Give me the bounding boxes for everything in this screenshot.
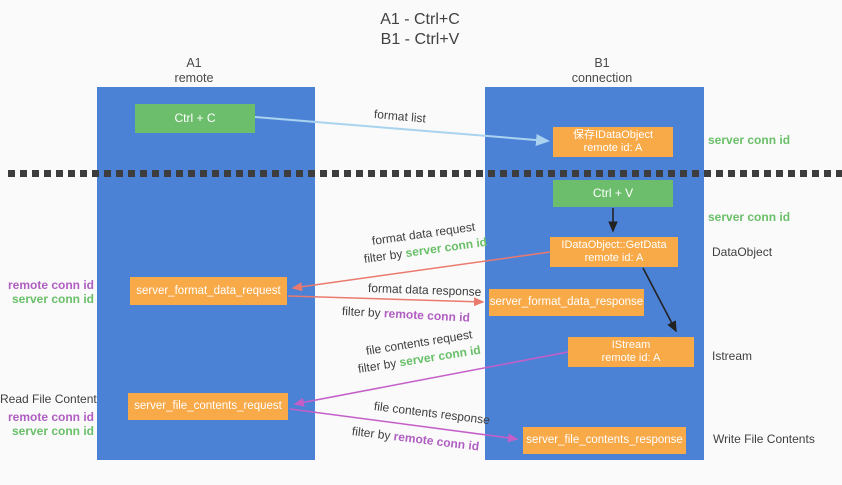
diagram-title: A1 - Ctrl+C B1 - Ctrl+V xyxy=(300,10,540,50)
server-format-data-request-node: server_format_data_request xyxy=(130,277,287,305)
read-file-contents-annotation: Read File Contents xyxy=(0,392,103,406)
server-conn-id-annotation-mid: server conn id xyxy=(708,210,791,224)
server-format-data-response-node: server_format_data_response xyxy=(489,289,644,316)
format-data-response-label: format data response xyxy=(367,281,482,299)
lifeline-a1-name: A1 xyxy=(186,56,202,70)
server-file-contents-request-node: server_file_contents_request xyxy=(128,393,288,420)
ctrl-v-label: Ctrl + V xyxy=(592,186,634,200)
ctrl-c-node: Ctrl + C xyxy=(135,104,255,133)
file-contents-response-label: file contents response xyxy=(373,399,491,428)
remote-conn-id-annotation-2: remote conn id xyxy=(7,410,94,424)
server-file-contents-response-node: server_file_contents_response xyxy=(523,427,686,454)
server-format-data-response-label: server_format_data_response xyxy=(489,296,644,308)
ctrl-c-label: Ctrl + C xyxy=(174,111,216,125)
filter-by-text: filter by xyxy=(341,304,382,321)
istream-line2: remote id: A xyxy=(601,352,661,364)
getdata-line1: IDataObject::GetData xyxy=(561,239,667,251)
format-list-label: format list xyxy=(373,107,427,126)
server-conn-id-annotation-2: server conn id xyxy=(11,424,94,438)
server-conn-id-annotation-1: server conn id xyxy=(11,292,94,306)
ctrl-v-node: Ctrl + V xyxy=(553,180,673,207)
istream-line1: IStream xyxy=(611,339,651,351)
filter-by-text: filter by xyxy=(356,356,398,376)
title-line-b1: B1 - Ctrl+V xyxy=(380,31,460,48)
istream-node: IStream remote id: A xyxy=(568,337,694,367)
lifeline-a1-role: remote xyxy=(174,71,214,85)
server-format-data-request-label: server_format_data_request xyxy=(136,284,281,297)
lifeline-header-b1: B1 connection xyxy=(532,56,672,86)
file-contents-response-filter-label: filter by remote conn id xyxy=(351,424,480,454)
copy-paste-separator-line xyxy=(8,170,842,177)
format-data-response-filter-label: filter by remote conn id xyxy=(342,304,471,325)
server-conn-id-annotation-top: server conn id xyxy=(708,133,791,147)
lifeline-header-a1: A1 remote xyxy=(124,56,264,86)
getdata-node: IDataObject::GetData remote id: A xyxy=(550,237,678,267)
remote-conn-id-text: remote conn id xyxy=(392,429,480,454)
title-line-a1: A1 - Ctrl+C xyxy=(380,11,460,28)
filter-by-text: filter by xyxy=(363,246,404,266)
remote-conn-id-annotation-1: remote conn id xyxy=(7,278,94,292)
save-idataobject-line1: 保存IDataObject xyxy=(572,129,654,141)
save-idataobject-node: 保存IDataObject remote id: A xyxy=(553,127,673,157)
getdata-line2: remote id: A xyxy=(584,252,644,264)
server-file-contents-request-label: server_file_contents_request xyxy=(134,400,282,412)
lifeline-b1-name: B1 xyxy=(594,56,610,70)
istream-annotation: Istream xyxy=(712,349,753,363)
lifeline-b1-role: connection xyxy=(571,71,633,85)
filter-by-text: filter by xyxy=(351,424,392,443)
server-file-contents-response-label: server_file_contents_response xyxy=(526,434,683,446)
save-idataobject-line2: remote id: A xyxy=(583,142,643,154)
remote-conn-id-text: remote conn id xyxy=(383,306,471,325)
dataobject-annotation: DataObject xyxy=(712,245,773,259)
write-file-contents-annotation: Write File Contents xyxy=(713,432,815,446)
